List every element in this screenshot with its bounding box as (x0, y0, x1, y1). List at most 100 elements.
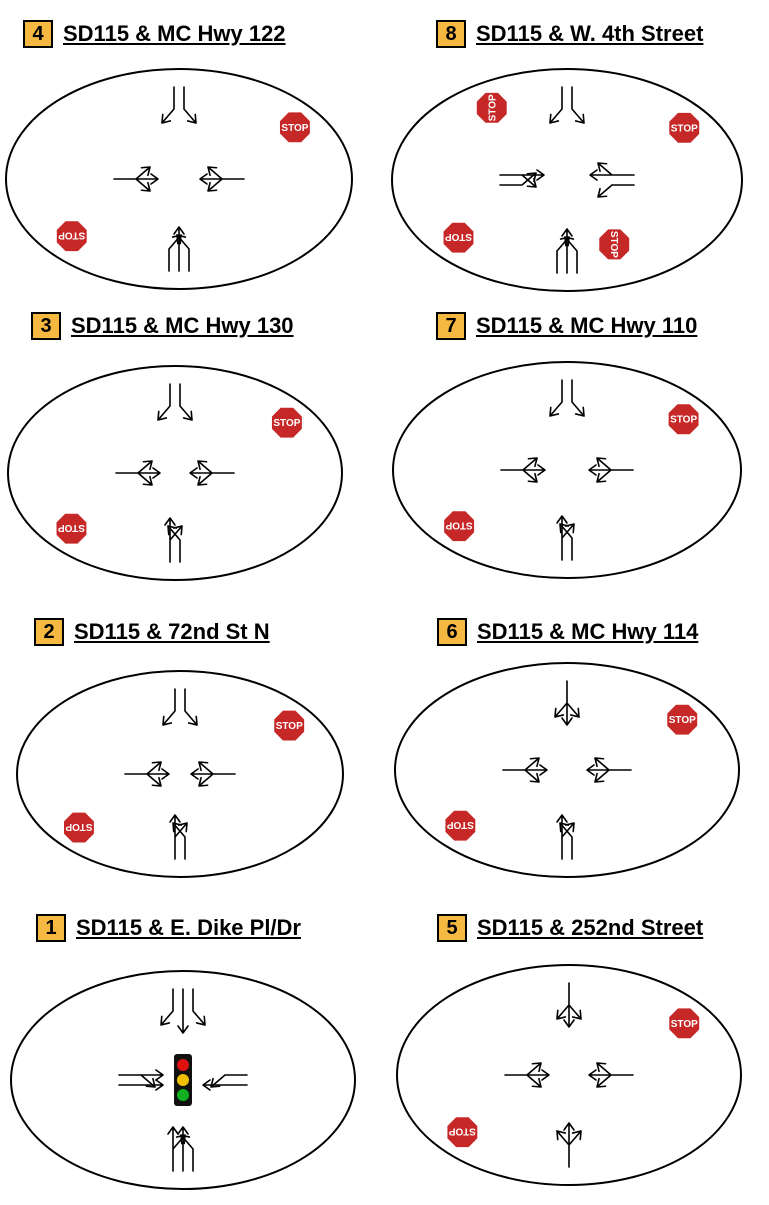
cell-header: 1 SD115 & E. Dike Pl/Dr (36, 914, 301, 942)
lane-arrow (167, 1126, 186, 1172)
approach-n (556, 982, 582, 1028)
lane-arrow (164, 517, 183, 563)
lane-arrow (189, 460, 235, 486)
lane-arrow (556, 236, 570, 274)
stop-sign: STOP (278, 110, 312, 144)
approach-s (164, 517, 183, 563)
lane-arrow (571, 86, 585, 124)
lane-arrow (190, 761, 236, 787)
stop-sign: STOP (667, 402, 701, 436)
stop-octagon (272, 709, 306, 743)
stop-label: STOP (58, 230, 85, 241)
stop-label: STOP (65, 821, 92, 832)
stop-sign: STOP (667, 1006, 701, 1040)
approach-w (500, 457, 546, 483)
stop-octagon (475, 91, 509, 125)
intersection-ellipse (391, 68, 743, 292)
stop-octagon (443, 809, 477, 843)
approach-e (190, 761, 236, 787)
stop-label: STOP (273, 418, 300, 429)
approach-w (504, 1062, 550, 1088)
lane-arrow (502, 757, 548, 783)
stop-sign: STOP (445, 1115, 479, 1149)
stop-label: STOP (608, 231, 619, 258)
approach-w (499, 169, 545, 188)
approach-n (160, 988, 206, 1034)
lane-arrow (597, 184, 635, 198)
signal-lamp (177, 1089, 189, 1101)
intersection-title: SD115 & MC Hwy 114 (477, 619, 699, 644)
lane-arrow (192, 988, 206, 1026)
lane-arrow (554, 680, 580, 726)
lane-arrow (161, 86, 175, 124)
lane-arrow (179, 383, 193, 421)
intersection-diagram: STOP STOP (7, 365, 343, 581)
approach-s (169, 814, 188, 860)
stop-sign: STOP (443, 809, 477, 843)
lane-arrow (556, 814, 575, 860)
stop-sign: STOP (272, 709, 306, 743)
approach-e (588, 1062, 634, 1088)
signal-lamp (177, 1059, 189, 1071)
stop-octagon (442, 509, 476, 543)
lane-arrow (169, 814, 188, 860)
intersection-title: SD115 & 252nd Street (477, 915, 704, 940)
approach-w (118, 1069, 164, 1091)
intersection-title: SD115 & MC Hwy 130 (71, 313, 294, 338)
lane-arrow (124, 761, 170, 787)
stop-sign: STOP (62, 811, 96, 845)
lane-arrow (556, 1122, 582, 1168)
intersection-number-badge: 1 (36, 914, 66, 942)
cell-header: 2 SD115 & 72nd St N (34, 618, 270, 646)
lane-arrow (556, 515, 575, 561)
cell-header: 6 SD115 & MC Hwy 114 (437, 618, 698, 646)
lane-arrow (177, 1126, 189, 1172)
approach-s (556, 814, 575, 860)
lane-arrow (118, 1079, 164, 1091)
approach-e (202, 1074, 248, 1091)
lane-arrow (162, 688, 176, 726)
approach-e (199, 166, 245, 192)
intersection-title: SD115 & MC Hwy 122 (63, 21, 286, 46)
signal-lamp (177, 1074, 189, 1086)
approach-e (589, 162, 635, 198)
intersection-number-badge: 6 (437, 618, 467, 646)
lane-arrow (561, 228, 573, 274)
approach-s (167, 1126, 194, 1172)
lane-arrow (504, 1062, 550, 1088)
intersection-number-badge: 2 (34, 618, 64, 646)
stop-label: STOP (447, 819, 474, 830)
lane-arrow (168, 234, 182, 272)
stop-sign: STOP (442, 509, 476, 543)
lane-arrow (160, 988, 174, 1026)
lane-arrow (589, 162, 635, 181)
stop-sign: STOP (667, 111, 701, 145)
stop-octagon (667, 111, 701, 145)
intersection-number-badge: 4 (23, 20, 53, 48)
lane-arrow (157, 383, 171, 421)
approach-e (189, 460, 235, 486)
approach-w (113, 166, 159, 192)
stop-octagon (667, 1006, 701, 1040)
intersection-title: SD115 & MC Hwy 110 (476, 313, 698, 338)
approach-n (549, 86, 585, 124)
lane-arrow (549, 379, 563, 417)
intersection-diagram (10, 970, 356, 1190)
stop-sign: STOP (475, 91, 509, 125)
lane-arrow (500, 457, 546, 483)
approach-n (161, 86, 197, 124)
intersection-title: SD115 & 72nd St N (74, 619, 270, 644)
intersection-number-badge: 8 (436, 20, 466, 48)
stop-sign: STOP (55, 512, 88, 546)
intersection-ellipse (396, 964, 742, 1186)
stop-octagon (55, 219, 89, 253)
stop-label: STOP (58, 522, 85, 533)
lane-arrow (588, 1062, 634, 1088)
cell-header: 4 SD115 & MC Hwy 122 (23, 20, 286, 48)
intersection-ellipse (5, 68, 353, 290)
stop-octagon (270, 406, 304, 440)
lane-arrow (183, 86, 197, 124)
intersection-diagram: STOP STOP (396, 964, 742, 1186)
